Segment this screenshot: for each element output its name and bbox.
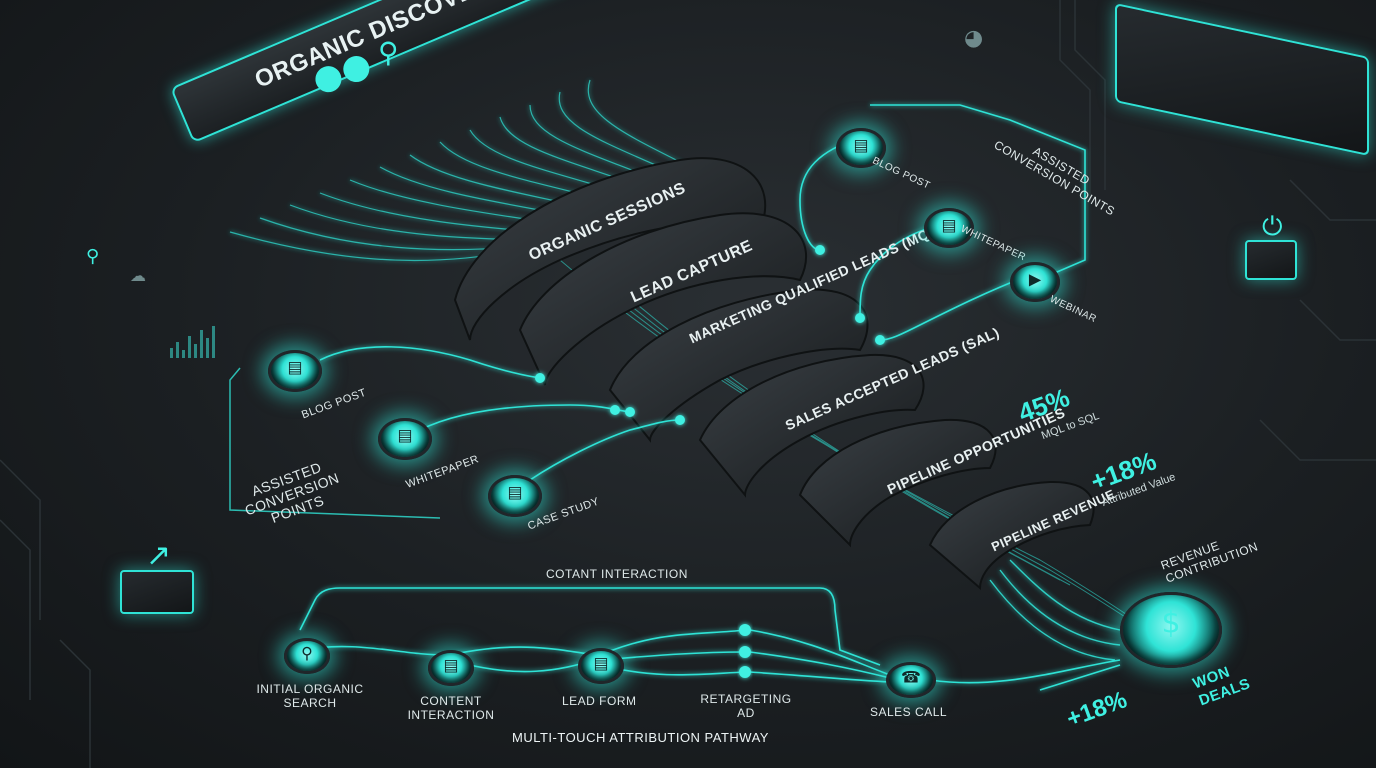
funnel-bands: [453, 157, 1095, 591]
left-whitepaper-node[interactable]: ▤: [378, 418, 432, 460]
pathway-title: MULTI-TOUCH ATTRIBUTION PATHWAY: [512, 730, 769, 745]
step-content-interaction-label: CONTENT INTERACTION: [407, 694, 495, 722]
right-webinar-node[interactable]: ▶: [1010, 262, 1060, 302]
dollar-icon: $: [1161, 605, 1181, 641]
step-retargeting-label: RETARGETING AD: [700, 692, 792, 720]
step-initial-search-node[interactable]: ⚲: [284, 638, 330, 674]
trend-icon: ↗: [146, 538, 172, 573]
search-icon: ⚲: [378, 36, 399, 69]
cloud-icon: ☁: [130, 266, 146, 285]
document-icon: ▤: [853, 135, 869, 155]
left-blog-post-node[interactable]: ▤: [268, 350, 322, 392]
step-content-interaction-node[interactable]: ▤: [428, 650, 474, 686]
won-deals-node[interactable]: $: [1120, 592, 1222, 668]
search-small-icon: ⚲: [86, 246, 100, 267]
power-icon: ⏻: [1262, 212, 1283, 242]
paper-icon: ▤: [941, 215, 957, 235]
form-icon: ▤: [593, 653, 609, 673]
step-sales-call-node[interactable]: ☎: [886, 662, 936, 698]
chip-device-left: [120, 570, 194, 614]
document-icon: ▤: [287, 357, 303, 377]
mini-bars: [170, 326, 215, 358]
chart-doc-icon: ▤: [507, 482, 523, 502]
left-case-study-node[interactable]: ▤: [488, 475, 542, 517]
browser-icon: ▤: [443, 655, 459, 675]
pathway-loop-label: COTANT INTERACTION: [546, 567, 688, 581]
step-lead-form-node[interactable]: ▤: [578, 648, 624, 684]
step-initial-search-label: INITIAL ORGANIC SEARCH: [256, 682, 364, 710]
search-icon: ⚲: [301, 643, 313, 663]
chip-device-right: [1245, 240, 1297, 280]
step-lead-form-label: LEAD FORM: [562, 694, 637, 708]
gauge-icon: ◕: [964, 26, 984, 51]
right-assist-lines: [799, 104, 1086, 341]
video-icon: ▶: [1028, 269, 1042, 289]
pathway-lines: [299, 587, 1121, 691]
step-sales-call-label: SALES CALL: [870, 705, 948, 719]
right-whitepaper-node[interactable]: ▤: [924, 208, 974, 248]
phone-icon: ☎: [901, 667, 921, 687]
paper-icon: ▤: [397, 425, 413, 445]
right-blog-post-node[interactable]: ▤: [836, 128, 886, 168]
